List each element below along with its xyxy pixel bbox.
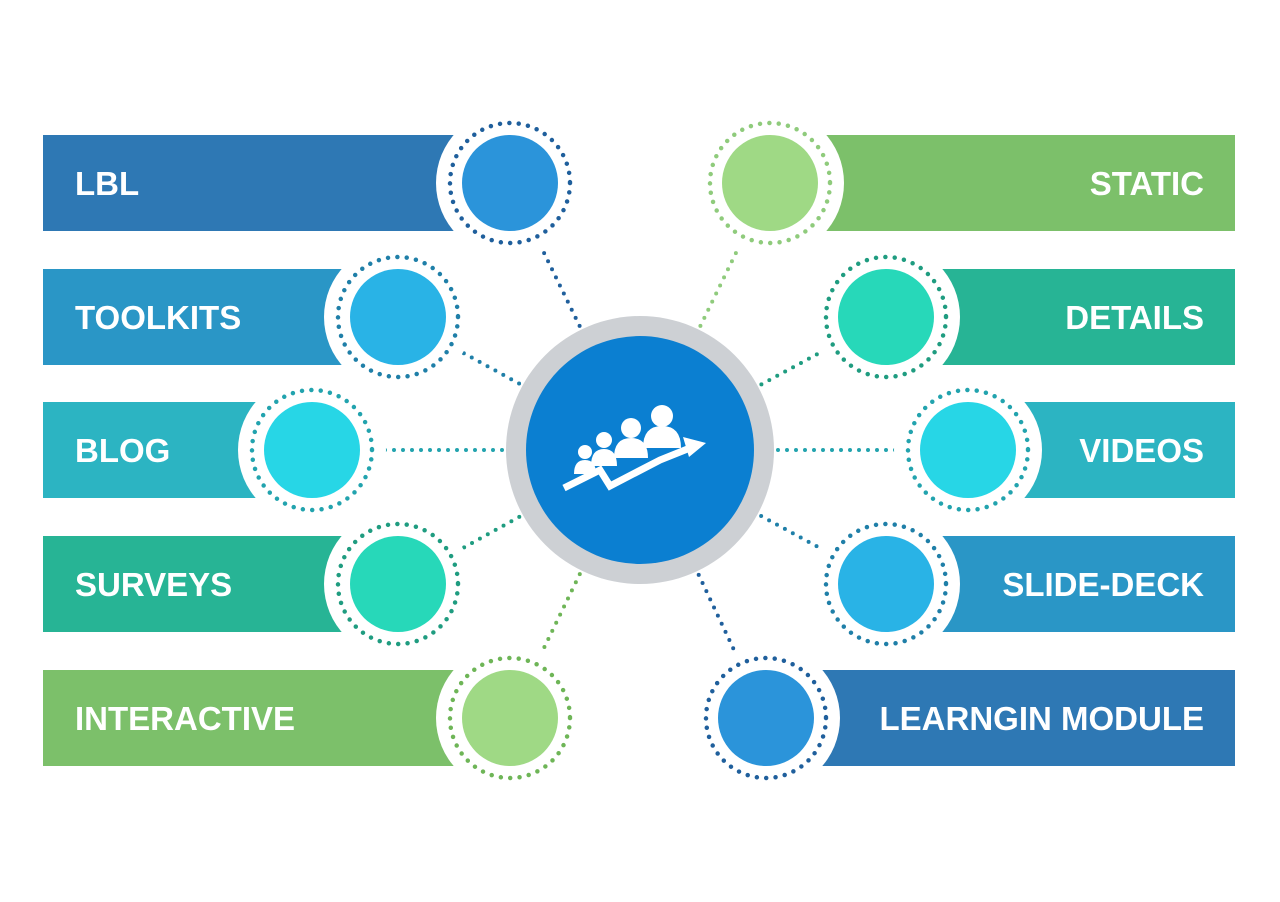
bar-surveys xyxy=(43,536,378,632)
node-dotted-ring xyxy=(335,254,461,380)
node-circle xyxy=(920,402,1016,498)
node-circle xyxy=(722,135,818,231)
bars-group: LBL TOOLKITS BLOG SURVEYS INTERACTIVE STATIC D… xyxy=(43,135,1235,766)
node-dotted-ring xyxy=(823,521,949,647)
node-circle xyxy=(838,269,934,365)
node-dotted-ring xyxy=(703,655,829,781)
bar-interactive xyxy=(43,670,490,766)
node-dotted-ring xyxy=(447,655,573,781)
bar-static xyxy=(790,135,1235,231)
label-surveys: SURVEYS xyxy=(75,566,232,603)
node-circle xyxy=(838,536,934,632)
item-details[interactable]: DETAILS xyxy=(906,269,1235,365)
label-toolkits: TOOLKITS xyxy=(75,299,241,336)
label-slide-deck: SLIDE-DECK xyxy=(1002,566,1204,603)
node-details xyxy=(812,243,960,391)
node-dotted-ring xyxy=(447,120,573,246)
label-lbl: LBL xyxy=(75,165,139,202)
nodes-group xyxy=(238,109,1042,792)
node-lbl xyxy=(436,109,584,257)
team-growth-arrow-icon xyxy=(562,405,706,492)
item-lbl[interactable]: LBL xyxy=(43,135,490,231)
connector-toolkits xyxy=(453,346,522,386)
item-interactive[interactable]: INTERACTIVE xyxy=(43,670,490,766)
node-interactive xyxy=(436,644,584,792)
node-dotted-ring xyxy=(707,120,833,246)
connector-learngin-module xyxy=(696,572,740,661)
connector-lines xyxy=(376,240,904,661)
node-circle xyxy=(350,536,446,632)
node-dotted-ring xyxy=(249,387,375,513)
item-slide-deck[interactable]: SLIDE-DECK xyxy=(906,536,1235,632)
bar-details xyxy=(906,269,1235,365)
label-blog: BLOG xyxy=(75,432,170,469)
item-toolkits[interactable]: TOOLKITS xyxy=(43,269,378,365)
node-slide-deck xyxy=(812,510,960,658)
node-dotted-ring xyxy=(335,521,461,647)
node-circle xyxy=(462,135,558,231)
node-circle xyxy=(350,269,446,365)
bar-learngin-module xyxy=(786,670,1235,766)
node-circle xyxy=(718,670,814,766)
bar-slide-deck xyxy=(906,536,1235,632)
bar-toolkits xyxy=(43,269,378,365)
connector-surveys xyxy=(453,514,522,555)
node-blog xyxy=(238,376,386,524)
label-static: STATIC xyxy=(1090,165,1204,202)
label-details: DETAILS xyxy=(1065,299,1204,336)
node-learngin-module xyxy=(692,644,840,792)
node-surveys xyxy=(324,510,472,658)
label-videos: VIDEOS xyxy=(1079,432,1204,469)
item-static[interactable]: STATIC xyxy=(790,135,1235,231)
item-learngin-module[interactable]: LEARNGIN MODULE xyxy=(786,670,1235,766)
label-learngin-module: LEARNGIN MODULE xyxy=(880,700,1205,737)
center-hub[interactable] xyxy=(506,316,774,584)
connector-interactive xyxy=(536,572,582,661)
node-static xyxy=(696,109,844,257)
label-interactive: INTERACTIVE xyxy=(75,700,295,737)
node-dotted-ring xyxy=(905,387,1031,513)
node-videos xyxy=(894,376,1042,524)
node-dotted-ring xyxy=(823,254,949,380)
connector-static xyxy=(698,240,744,328)
connector-details xyxy=(759,346,830,387)
node-toolkits xyxy=(324,243,472,391)
connector-lbl xyxy=(536,240,582,328)
bar-lbl xyxy=(43,135,490,231)
node-circle xyxy=(264,402,360,498)
item-surveys[interactable]: SURVEYS xyxy=(43,536,378,632)
node-circle xyxy=(462,670,558,766)
connector-slide-deck xyxy=(759,514,831,555)
